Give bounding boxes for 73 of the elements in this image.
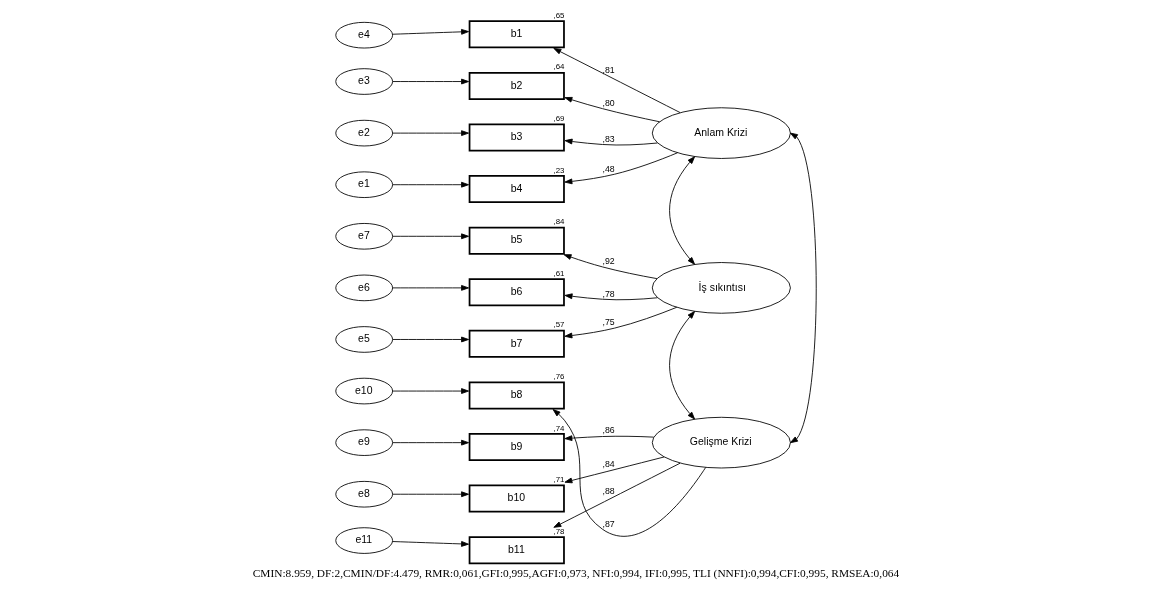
arrow <box>790 132 817 444</box>
node-label: ,23 <box>553 165 565 175</box>
arrow <box>564 435 655 442</box>
arrow <box>564 306 678 339</box>
edge-label: ,48 <box>602 163 615 174</box>
arrow <box>563 254 658 280</box>
arrow <box>564 96 660 123</box>
node-ellipse: e2 <box>335 119 394 147</box>
edge-label: ,92 <box>602 256 615 267</box>
edge-label: ,81 <box>602 64 615 75</box>
node-label: ,76 <box>553 371 565 381</box>
node-label: ,64 <box>553 62 565 72</box>
node-ellipse: e5 <box>335 326 394 353</box>
node-ellipse: e7 <box>335 223 394 250</box>
arrow <box>392 439 469 446</box>
edge-label: ,88 <box>602 486 615 497</box>
node-box: b9 <box>468 433 565 461</box>
edge-label: ,75 <box>602 317 615 328</box>
node-ellipse: İş sıkıntısı <box>651 262 791 314</box>
arrow <box>553 47 681 113</box>
caption: CMIN:8.959, DF:2,CMIN/DF:4.479, RMR:0,061,GFI:0,995,AGFI:0,973, NFI:0,994, IFI:0,995, TLI (NNFI):0,994,CFI:0,995, RMSEA:0,064 <box>252 566 900 579</box>
node-label: ,61 <box>553 268 565 278</box>
arrow <box>392 491 469 498</box>
edge-label: ,86 <box>602 425 615 436</box>
arrow <box>669 156 696 265</box>
node-ellipse: e1 <box>335 171 394 198</box>
node-box: b1 <box>468 20 565 49</box>
node-box: b4 <box>468 175 565 204</box>
arrow <box>392 28 469 35</box>
node-label: ,78 <box>553 526 565 536</box>
arrow <box>392 285 469 291</box>
edge-label: ,78 <box>602 288 615 299</box>
node-box: b10 <box>468 484 565 513</box>
node-ellipse: e11 <box>335 527 394 554</box>
arrow <box>564 293 658 301</box>
arrow <box>392 541 469 547</box>
node-box: b11 <box>468 536 565 565</box>
node-box: b8 <box>468 381 565 410</box>
arrow <box>564 138 658 146</box>
arrow <box>564 152 678 185</box>
edge-label: ,83 <box>602 133 615 144</box>
node-box: b7 <box>468 329 565 358</box>
node-label: ,57 <box>553 320 565 330</box>
node-ellipse: e8 <box>335 480 394 508</box>
node-box: b5 <box>468 226 565 255</box>
edge-label: ,87 <box>602 518 615 529</box>
node-box: b6 <box>468 278 565 307</box>
arrow <box>552 409 707 537</box>
node-label: ,69 <box>553 114 565 124</box>
node-label: ,84 <box>553 217 565 227</box>
arrow <box>392 78 469 85</box>
node-box: b3 <box>468 123 565 152</box>
node-box: b2 <box>468 71 565 100</box>
node-label: ,65 <box>553 10 565 20</box>
arrow <box>392 336 469 343</box>
arrow <box>669 311 696 420</box>
arrow <box>392 130 469 136</box>
edge-label: ,84 <box>602 459 615 470</box>
node-ellipse: Gelişme Krizi <box>651 416 791 469</box>
node-ellipse: e6 <box>335 274 394 302</box>
edge-label: ,80 <box>602 98 615 109</box>
arrow <box>392 233 469 240</box>
node-label: ,71 <box>553 475 565 485</box>
arrow <box>392 181 469 188</box>
node-ellipse: e9 <box>335 429 394 456</box>
node-label: ,74 <box>553 423 565 433</box>
node-ellipse: e10 <box>335 377 394 405</box>
node-ellipse: e4 <box>335 21 394 49</box>
arrow <box>564 456 665 484</box>
arrow <box>392 388 469 394</box>
node-ellipse: Anlam Krizi <box>651 107 791 159</box>
arrow <box>553 462 681 528</box>
node-ellipse: e3 <box>335 68 394 95</box>
